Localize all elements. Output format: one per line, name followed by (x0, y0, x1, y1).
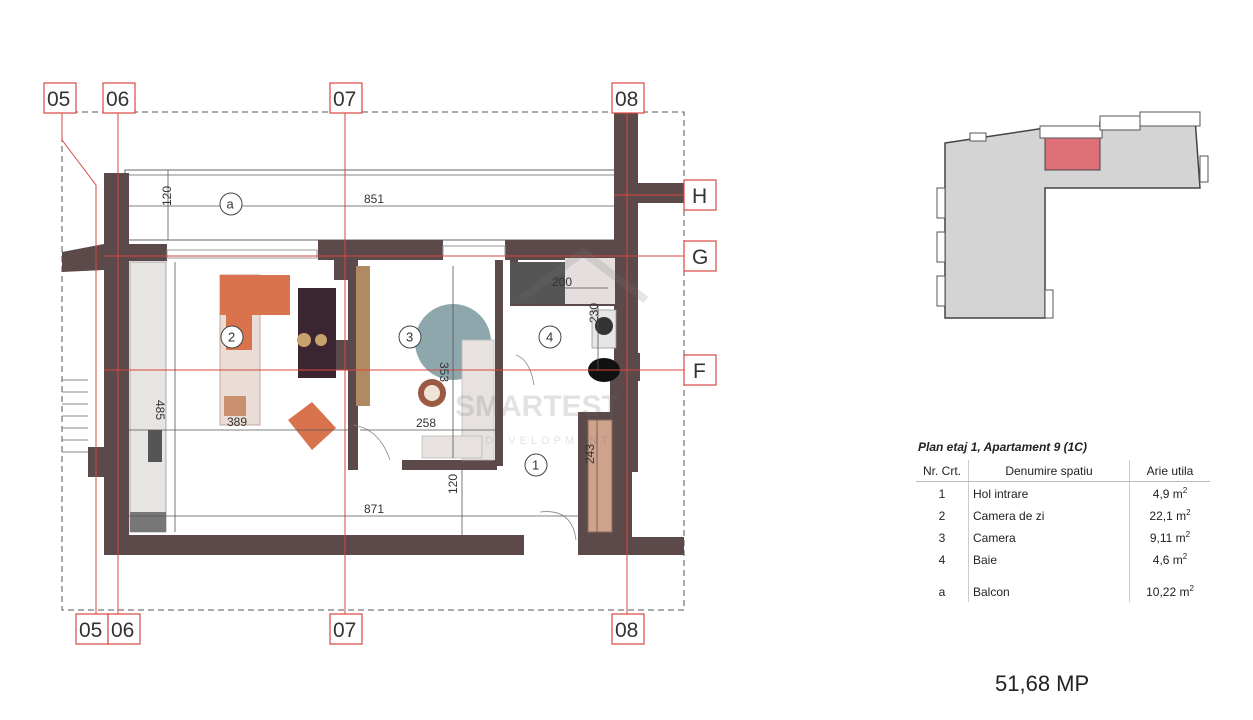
grid-label-top-05: 05 (47, 88, 70, 111)
kitchen-counter (129, 261, 167, 533)
dim-living-width: 389 (227, 415, 247, 429)
dim-balcony-width: 851 (364, 192, 384, 206)
header-nr: Nr. Crt. (916, 460, 969, 482)
svg-text:SMARTEST: SMARTEST (455, 390, 620, 423)
table-row: 1 Hol intrare 4,9 m2 (916, 481, 1210, 504)
grid-labels-bottom: 05 06 07 08 (75, 613, 645, 645)
table-row: 3 Camera 9,11 m2 (916, 526, 1210, 548)
grid-label-bottom-05: 05 (79, 619, 102, 642)
walls (62, 112, 684, 555)
dim-bath-height: 230 (587, 303, 601, 323)
dim-bottom-depth: 120 (446, 474, 460, 494)
room-tag-balcony: a (227, 197, 235, 212)
dim-bath-width: 200 (552, 275, 572, 289)
grid-lines (61, 112, 684, 616)
total-area: 51,68 MP (995, 671, 1090, 696)
bathroom-fixtures (510, 258, 620, 382)
axis-label-G: G (692, 246, 708, 269)
dim-room3-width: 258 (416, 416, 436, 430)
grid-label-top-06: 06 (106, 88, 129, 111)
room-tag-1: 1 (532, 458, 539, 473)
svg-text:DEVELOPMENT: DEVELOPMENT (485, 435, 612, 447)
table-header-row: Nr. Crt. Denumire spatiu Arie utila (916, 460, 1210, 482)
grid-label-bottom-07: 07 (333, 619, 356, 642)
table-row-balcony: a Balcon 10,22 m2 (916, 580, 1210, 602)
dim-living-height: 485 (153, 400, 167, 420)
balcony-slab (124, 169, 616, 241)
grid-label-bottom-08: 08 (615, 619, 638, 642)
room-tag-4: 4 (546, 330, 553, 345)
living-furniture (219, 274, 336, 450)
schedule-title: Plan etaj 1, Apartament 9 (1C) (918, 440, 1087, 454)
grid-labels-top: 05 06 07 08 (43, 82, 645, 114)
axis-label-H: H (692, 185, 707, 208)
room-tag-3: 3 (406, 330, 413, 345)
room-schedule: Plan etaj 1, Apartament 9 (1C) Nr. Crt. … (916, 440, 1216, 602)
dim-balcony-depth: 120 (160, 186, 174, 206)
header-name: Denumire spatiu (968, 460, 1130, 482)
axis-label-F: F (693, 360, 706, 383)
grid-labels-right: H G F (683, 179, 717, 386)
key-plan (936, 111, 1209, 319)
dim-hall-height: 243 (583, 444, 597, 464)
room-table: Nr. Crt. Denumire spatiu Arie utila 1 Ho… (916, 460, 1210, 602)
bedroom-furniture (356, 266, 495, 461)
header-area: Arie utila (1129, 460, 1210, 482)
dimension-lines (123, 170, 615, 535)
dim-room3-height: 353 (437, 362, 451, 382)
room-tag-2: 2 (228, 330, 235, 345)
watermark: SMARTEST DEVELOPMENT (455, 246, 649, 447)
dim-total-width: 871 (364, 502, 384, 516)
grid-label-top-07: 07 (333, 88, 356, 111)
room-tags: a 2 3 4 1 (219, 192, 562, 477)
wardrobe (587, 419, 613, 533)
table-row: 4 Baie 4,6 m2 (916, 548, 1210, 570)
grid-label-top-08: 08 (615, 88, 638, 111)
table-row: 2 Camera de zi 22,1 m2 (916, 504, 1210, 526)
key-plan-highlight (1044, 137, 1101, 171)
grid-label-bottom-06: 06 (111, 619, 134, 642)
